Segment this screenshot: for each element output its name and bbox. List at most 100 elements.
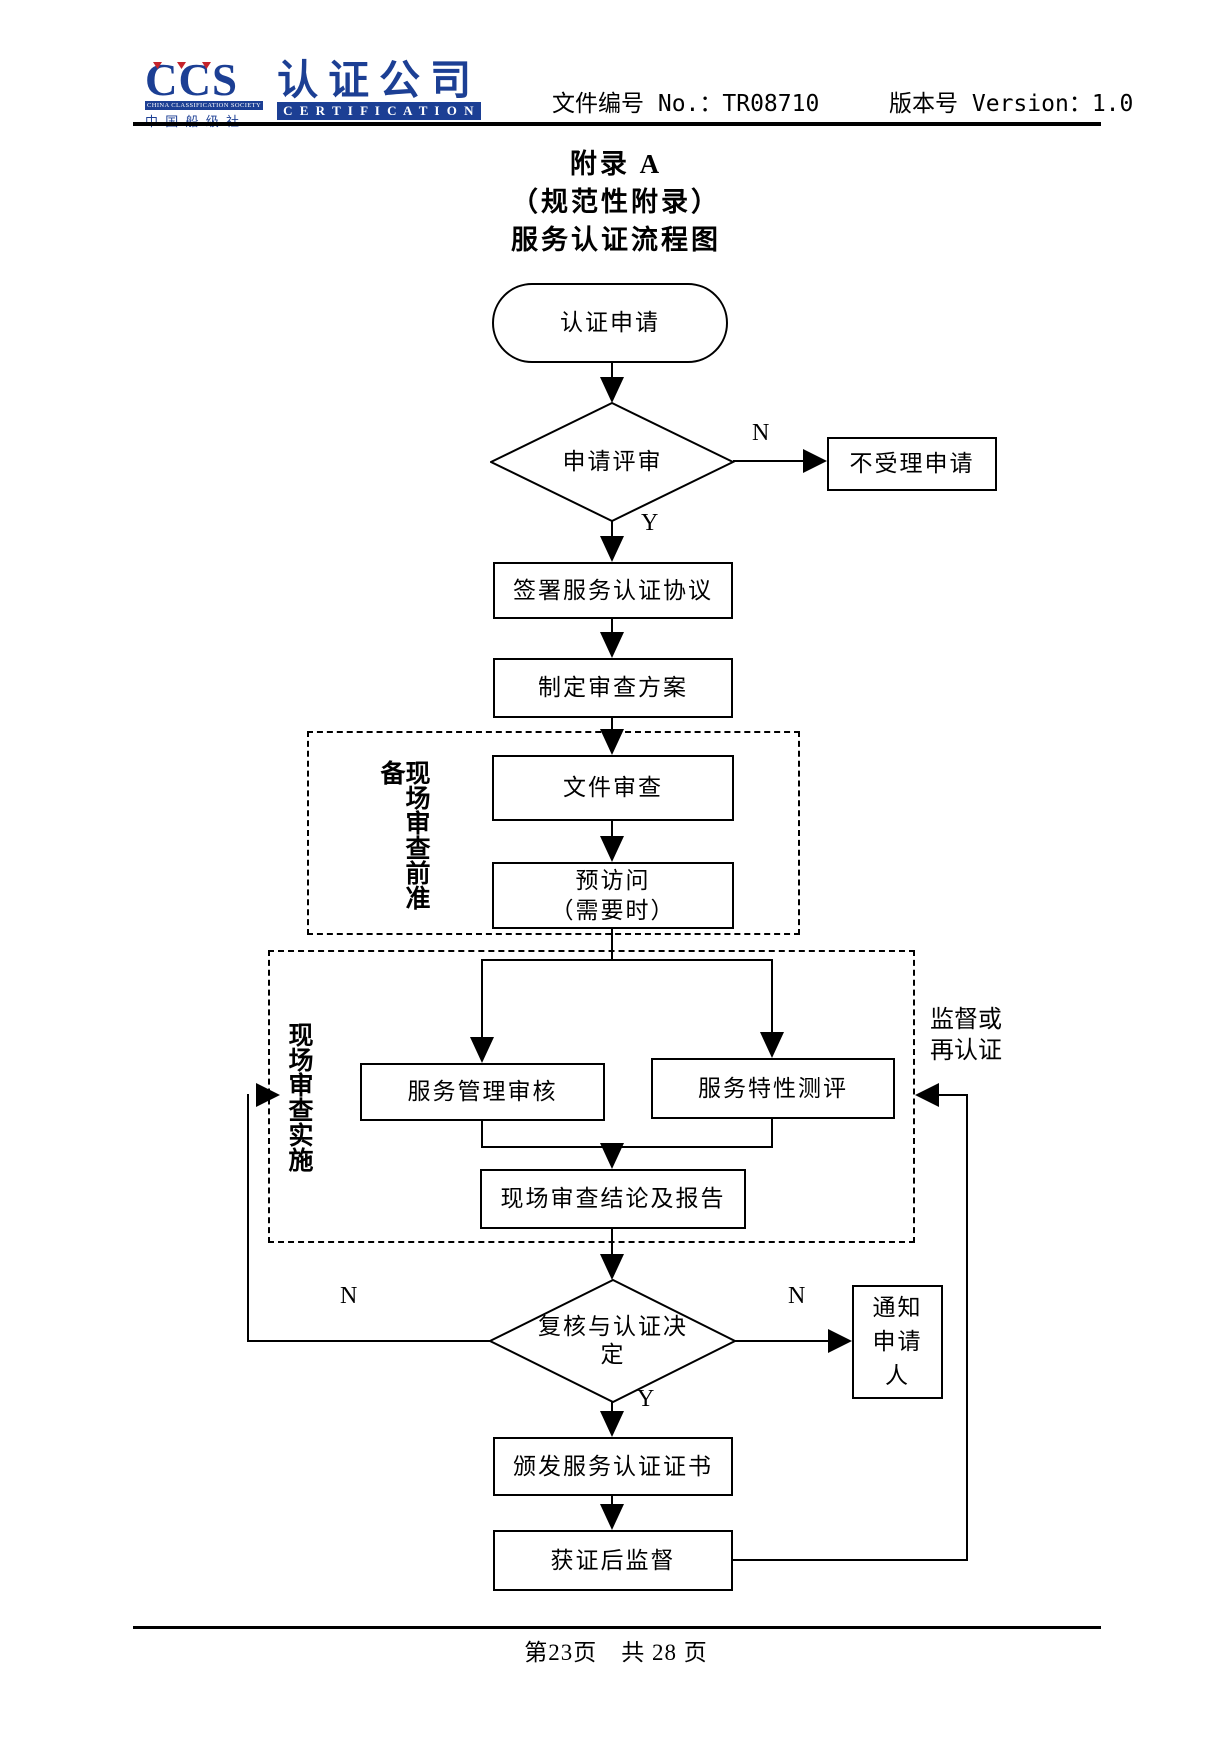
footer-rule xyxy=(133,1626,1101,1629)
branch-label-n: N xyxy=(788,1283,806,1309)
flow-line xyxy=(611,820,613,838)
branch-label-y: Y xyxy=(641,510,659,536)
supervision-label-line: 监督或 xyxy=(930,1007,1002,1033)
flow-line xyxy=(735,1340,830,1342)
flow-line xyxy=(611,1228,613,1256)
flow-line xyxy=(771,1118,773,1148)
arrowhead-down-icon xyxy=(600,729,624,755)
flow-decision-certification-shape xyxy=(489,1279,737,1403)
arrowhead-down-icon xyxy=(600,536,624,562)
flow-node-previsit: 预访问 （需要时） xyxy=(492,862,734,929)
flow-node-label: 颁发服务认证证书 xyxy=(513,1453,713,1479)
doc-number: 文件编号 No.：TR08710 xyxy=(552,91,820,117)
appendix-title: 附录 A xyxy=(569,149,663,179)
flow-node-label: 通知 xyxy=(872,1295,923,1320)
arrowhead-down-icon xyxy=(470,1037,494,1063)
arrowhead-down-icon xyxy=(600,1143,624,1169)
flow-decision-certification: 复核与认证决 定 xyxy=(489,1279,737,1403)
flow-node-label: 认证申请 xyxy=(560,310,660,335)
appendix-subtitle: （规范性附录） xyxy=(511,187,721,217)
ccs-logo: CCS CHINA CLASSIFICATION SOCIETY 中 国 船 级… xyxy=(145,55,482,130)
doc-version: 版本号 Version：1.0 xyxy=(889,91,1134,117)
flow-line xyxy=(771,959,773,1032)
ccs-logo-left: CCS CHINA CLASSIFICATION SOCIETY 中 国 船 级… xyxy=(145,55,264,130)
header-rule xyxy=(133,122,1101,126)
page-number: 第23页 共 28 页 xyxy=(524,1640,708,1665)
flow-line xyxy=(611,717,613,731)
flow-node-reject: 不受理申请 xyxy=(827,437,997,491)
flow-line xyxy=(611,1402,613,1413)
flow-decision-review: 申请评审 xyxy=(490,402,735,522)
flow-node-start: 认证申请 xyxy=(492,283,728,363)
arrowhead-down-icon xyxy=(760,1032,784,1058)
flow-node-label: 文件审查 xyxy=(563,775,663,800)
ccs-logo-accent-icon xyxy=(177,62,186,69)
flow-node-document-review: 文件审查 xyxy=(492,755,734,821)
arrowhead-right-icon xyxy=(803,449,827,473)
ccs-logo-chinese-name: 中 国 船 级 社 xyxy=(145,111,263,130)
flow-node-audit-plan: 制定审查方案 xyxy=(493,658,733,718)
group-pre-audit-preparation xyxy=(307,731,800,935)
arrowhead-right-icon xyxy=(828,1329,852,1353)
flow-line xyxy=(611,618,613,634)
flow-line xyxy=(733,460,805,462)
flow-node-label: 复核与认证决 xyxy=(538,1314,688,1339)
arrowhead-down-icon xyxy=(600,632,624,658)
flow-line xyxy=(247,1340,492,1342)
header-doc-info: 文件编号 No.：TR08710 版本号 Version：1.0 xyxy=(552,84,1133,118)
supervision-recertification-label: 监督或 再认证 xyxy=(930,1005,1002,1067)
flow-line xyxy=(611,362,613,379)
flow-line xyxy=(611,1495,613,1506)
flow-line xyxy=(247,1094,249,1342)
flow-node-label: 申请评审 xyxy=(562,449,663,474)
flow-node-onsite-conclusion-report: 现场审查结论及报告 xyxy=(480,1169,746,1229)
arrowhead-down-icon xyxy=(600,1254,624,1280)
arrowhead-down-icon xyxy=(600,1411,624,1437)
ccs-logo-text: CCS xyxy=(145,55,239,105)
flow-node-sign-agreement: 签署服务认证协议 xyxy=(493,562,733,619)
flow-line xyxy=(732,1559,968,1561)
branch-label-n: N xyxy=(752,420,770,446)
flow-node-issue-certificate: 颁发服务认证证书 xyxy=(493,1437,733,1496)
arrowhead-right-icon xyxy=(256,1083,280,1107)
flow-line xyxy=(611,521,613,538)
group-label-implementation: 现场审查实施 xyxy=(285,1022,312,1172)
branch-label-n: N xyxy=(340,1283,358,1309)
flow-node-label: （需要时） xyxy=(550,897,676,923)
ccs-logo-subtitle-bar: CHINA CLASSIFICATION SOCIETY xyxy=(145,101,264,110)
flow-node-label: 现场审查结论及报告 xyxy=(500,1186,726,1211)
flow-node-label: 签署服务认证协议 xyxy=(513,577,713,603)
flow-line xyxy=(481,959,773,961)
flow-node-notify-applicant: 通知 申请 人 xyxy=(852,1285,943,1399)
flow-node-service-management-audit: 服务管理审核 xyxy=(360,1063,605,1121)
ccs-logo-accent-icon xyxy=(153,62,162,69)
flow-node-label: 申请 xyxy=(872,1329,923,1354)
flow-node-label: 预访问 xyxy=(575,867,651,893)
arrowhead-down-icon xyxy=(600,836,624,862)
flow-node-post-certification-supervision: 获证后监督 xyxy=(493,1530,733,1591)
flow-line xyxy=(966,1094,968,1561)
flow-node-service-characteristic-evaluation: 服务特性测评 xyxy=(651,1058,895,1119)
flow-node-label: 服务管理审核 xyxy=(407,1079,558,1104)
flow-line xyxy=(939,1094,968,1096)
group-label-preparation: 现场审查前准备 xyxy=(377,760,429,910)
flow-node-label: 制定审查方案 xyxy=(538,675,688,700)
flowchart-title: 服务认证流程图 xyxy=(511,225,721,255)
ccs-logo-right: 认证公司 C E R T I F I C A T I O N xyxy=(277,60,482,130)
branch-label-y: Y xyxy=(637,1386,655,1412)
arrowhead-down-icon xyxy=(600,1504,624,1530)
arrowhead-left-icon xyxy=(915,1083,939,1107)
flow-line xyxy=(481,1146,773,1148)
arrowhead-down-icon xyxy=(600,377,624,403)
flow-node-label: 获证后监督 xyxy=(550,1547,676,1573)
flow-line xyxy=(611,928,613,961)
flow-node-label: 定 xyxy=(600,1342,626,1367)
ccs-logo-accent-icon xyxy=(202,62,211,69)
certification-bar: C E R T I F I C A T I O N xyxy=(277,102,482,120)
flow-node-label: 人 xyxy=(885,1363,910,1388)
supervision-label-line: 再认证 xyxy=(930,1038,1002,1064)
flow-node-label: 不受理申请 xyxy=(849,451,975,476)
flow-line xyxy=(481,1120,483,1148)
flow-node-label: 服务特性测评 xyxy=(698,1075,848,1101)
